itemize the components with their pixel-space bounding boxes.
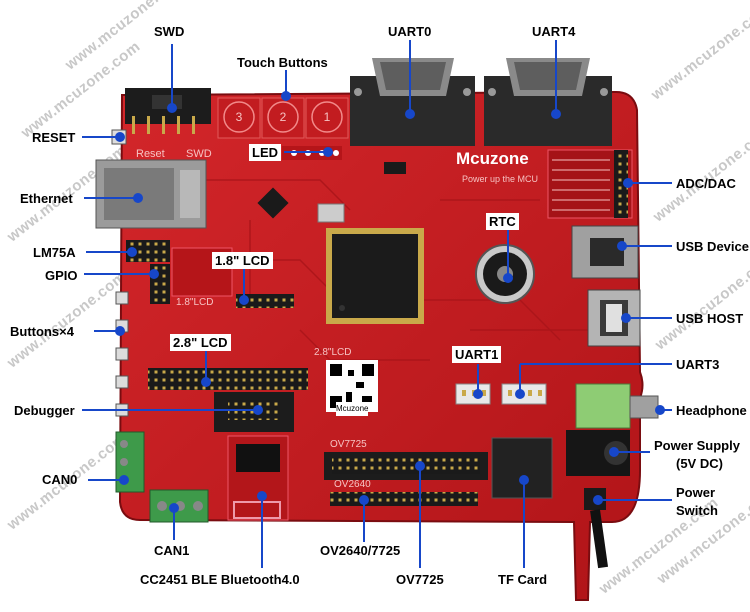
touch-key-1: 1 bbox=[323, 110, 331, 124]
lcd18-header bbox=[236, 294, 294, 308]
label-debugger: Debugger bbox=[14, 403, 75, 418]
silk-lcd28: 2.8"LCD bbox=[314, 347, 352, 358]
mcu-chip bbox=[326, 228, 424, 324]
adc-header bbox=[614, 150, 628, 218]
lm75a-header bbox=[126, 240, 170, 262]
label-can1: CAN1 bbox=[154, 543, 190, 558]
uart4-db9 bbox=[484, 58, 612, 146]
label-headphone: Headphone bbox=[676, 403, 747, 418]
brand-tagline: Power up the MCU bbox=[462, 174, 539, 184]
label-uart1: UART1 bbox=[452, 346, 502, 363]
label-ov7725: OV7725 bbox=[396, 572, 444, 587]
label-power-supply: Power Supply bbox=[654, 438, 740, 453]
uart0-db9 bbox=[350, 58, 475, 146]
usb-device-port bbox=[571, 225, 639, 279]
silk-lcd18: 1.8"LCD bbox=[176, 297, 214, 308]
silk-qr: Mcuzone bbox=[336, 402, 369, 416]
label-ble: CC2451 BLE Bluetooth4.0 bbox=[140, 572, 300, 587]
label-lcd18: 1.8" LCD bbox=[212, 252, 273, 269]
label-led: LED bbox=[249, 144, 281, 161]
tf-card-slot bbox=[491, 437, 553, 499]
can1-terminal bbox=[149, 489, 209, 523]
label-usb-host: USB HOST bbox=[676, 311, 744, 326]
label-usb-device: USB Device bbox=[676, 239, 749, 254]
label-lcd28: 2.8" LCD bbox=[170, 334, 231, 351]
lcd28-header bbox=[148, 368, 308, 390]
touch-key-2: 2 bbox=[279, 110, 287, 124]
label-uart3: UART3 bbox=[676, 357, 720, 372]
usb-host-port bbox=[587, 289, 641, 347]
label-lm75a: LM75A bbox=[33, 245, 76, 260]
label-ov2640-7725: OV2640/7725 bbox=[320, 543, 401, 558]
label-uart0: UART0 bbox=[388, 24, 432, 39]
touch-pads bbox=[217, 97, 349, 139]
ble-module bbox=[227, 435, 289, 521]
silk-reset: Reset bbox=[136, 148, 165, 160]
ethernet-jack bbox=[95, 159, 207, 229]
label-ethernet: Ethernet bbox=[20, 191, 73, 206]
headphone-jack bbox=[575, 383, 659, 429]
label-tf-card: TF Card bbox=[498, 572, 548, 587]
label-reset: RESET bbox=[32, 130, 76, 145]
label-power-switch: Power bbox=[676, 485, 716, 500]
callout-arrows bbox=[82, 40, 672, 568]
label-rtc: RTC bbox=[486, 213, 519, 230]
brand-logo: Mcuzone bbox=[456, 149, 529, 168]
silk-ov7725: OV7725 bbox=[330, 439, 367, 450]
label-adc-dac: ADC/DAC bbox=[676, 176, 736, 191]
label-power-switch-2: Switch bbox=[676, 503, 718, 518]
label-can0: CAN0 bbox=[42, 472, 78, 487]
touch-key-3: 3 bbox=[235, 110, 243, 124]
label-touch-buttons: Touch Buttons bbox=[237, 55, 328, 70]
label-power-supply-voltage: (5V DC) bbox=[676, 456, 723, 471]
silk-swd: SWD bbox=[186, 148, 212, 160]
label-uart4: UART4 bbox=[532, 24, 576, 39]
label-gpio: GPIO bbox=[45, 268, 78, 283]
silk-ov2640: OV2640 bbox=[334, 479, 371, 490]
label-buttons: Buttons×4 bbox=[10, 324, 74, 339]
ov2640-header bbox=[330, 492, 478, 506]
label-swd: SWD bbox=[154, 24, 185, 39]
